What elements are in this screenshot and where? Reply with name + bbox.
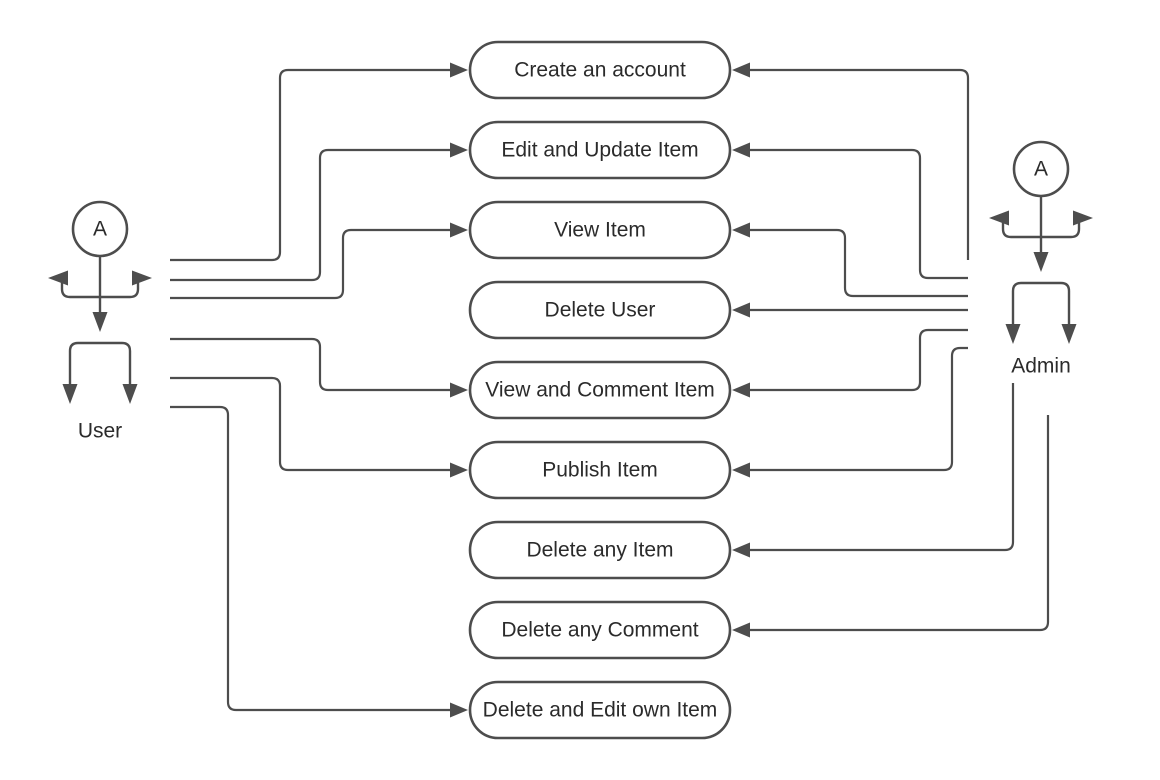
association-user-view-and-comment-item[interactable]: [170, 337, 452, 392]
arrowhead-admin-create-an-account: [732, 62, 750, 78]
use-case-shape: [468, 520, 732, 580]
arrowhead-user-publish-item: [450, 462, 468, 478]
association-user-edit-and-update-item[interactable]: [170, 148, 452, 282]
use-case-label: Create an account: [514, 59, 686, 82]
association-admin-publish-item[interactable]: [748, 346, 968, 472]
actor-user[interactable]: A User: [48, 200, 152, 443]
use-case-nodes: Create an account Edit and Update Item V…: [468, 40, 732, 740]
actor-head-label: A: [1034, 158, 1048, 181]
use-case-view-and-comment-item[interactable]: View and Comment Item: [468, 360, 732, 420]
admin-associations: [732, 62, 1050, 638]
use-case-label: Publish Item: [542, 459, 658, 482]
arrowhead-user-create-an-account: [450, 62, 468, 78]
association-user-publish-item[interactable]: [170, 376, 452, 472]
actor-arms: [60, 278, 140, 299]
arrowhead-user-delete-and-edit-own-item: [450, 702, 468, 718]
use-case-label: View and Comment Item: [485, 379, 715, 402]
actor-arms: [1001, 218, 1081, 239]
use-case-view-item[interactable]: View Item: [468, 200, 732, 260]
arrowhead-admin-view-item: [732, 222, 750, 238]
association-admin-create-an-account[interactable]: [748, 68, 970, 260]
actor-arm-left-arrowhead: [48, 270, 68, 286]
use-case-shape: [468, 440, 732, 500]
arrowhead-user-edit-and-update-item: [450, 142, 468, 158]
association-admin-delete-any-comment[interactable]: [748, 415, 1050, 632]
use-case-shape: [468, 200, 732, 260]
arrowhead-admin-delete-user: [732, 302, 750, 318]
actor-legs: [68, 341, 132, 390]
actor-body-arrowhead: [1033, 252, 1049, 272]
association-admin-view-and-comment-item[interactable]: [748, 328, 968, 392]
use-case-shape: [468, 280, 732, 340]
association-user-view-item[interactable]: [170, 228, 452, 300]
use-case-label: Edit and Update Item: [501, 139, 698, 162]
arrowhead-admin-delete-any-comment: [732, 622, 750, 638]
use-case-shape: [468, 680, 732, 740]
association-user-delete-and-edit-own-item[interactable]: [170, 405, 452, 712]
actor-leg-left-arrowhead: [1005, 324, 1021, 344]
arrowhead-admin-publish-item: [732, 462, 750, 478]
use-case-delete-any-comment[interactable]: Delete any Comment: [468, 600, 732, 660]
use-case-shape: [468, 600, 732, 660]
arrowhead-user-view-and-comment-item: [450, 382, 468, 398]
arrowhead-admin-edit-and-update-item: [732, 142, 750, 158]
actor-label: Admin: [1011, 355, 1071, 378]
association-admin-delete-any-item[interactable]: [748, 383, 1015, 552]
use-case-create-an-account[interactable]: Create an account: [468, 40, 732, 100]
use-case-publish-item[interactable]: Publish Item: [468, 440, 732, 500]
use-case-label: Delete and Edit own Item: [483, 699, 718, 722]
actor-arm-right-arrowhead: [132, 270, 152, 286]
actor-leg-left-arrowhead: [62, 384, 78, 404]
actor-arm-right-arrowhead: [1073, 210, 1093, 226]
actor-leg-right-arrowhead: [1061, 324, 1077, 344]
use-case-shape: [468, 120, 732, 180]
use-case-label: View Item: [554, 219, 646, 242]
arrowhead-user-view-item: [450, 222, 468, 238]
actor-body-arrowhead: [92, 312, 108, 332]
arrowhead-admin-view-and-comment-item: [732, 382, 750, 398]
actor-label: User: [78, 420, 122, 443]
use-case-delete-and-edit-own-item[interactable]: Delete and Edit own Item: [468, 680, 732, 740]
actor-arm-left-arrowhead: [989, 210, 1009, 226]
use-case-edit-and-update-item[interactable]: Edit and Update Item: [468, 120, 732, 180]
use-case-delete-any-item[interactable]: Delete any Item: [468, 520, 732, 580]
actor-legs: [1011, 281, 1071, 330]
association-admin-view-item[interactable]: [748, 228, 968, 298]
use-case-label: Delete any Item: [526, 539, 673, 562]
use-case-shape: [468, 40, 732, 100]
use-case-label: Delete any Comment: [501, 619, 698, 642]
association-user-create-an-account[interactable]: [170, 68, 452, 262]
actor-leg-right-arrowhead: [122, 384, 138, 404]
user-associations: [170, 62, 468, 718]
association-admin-edit-and-update-item[interactable]: [748, 148, 968, 280]
use-case-delete-user[interactable]: Delete User: [468, 280, 732, 340]
actor-admin[interactable]: A Admin: [989, 140, 1093, 378]
use-case-label: Delete User: [545, 299, 656, 322]
use-case-shape: [468, 360, 732, 420]
actor-head-label: A: [93, 218, 107, 241]
arrowhead-admin-delete-any-item: [732, 542, 750, 558]
